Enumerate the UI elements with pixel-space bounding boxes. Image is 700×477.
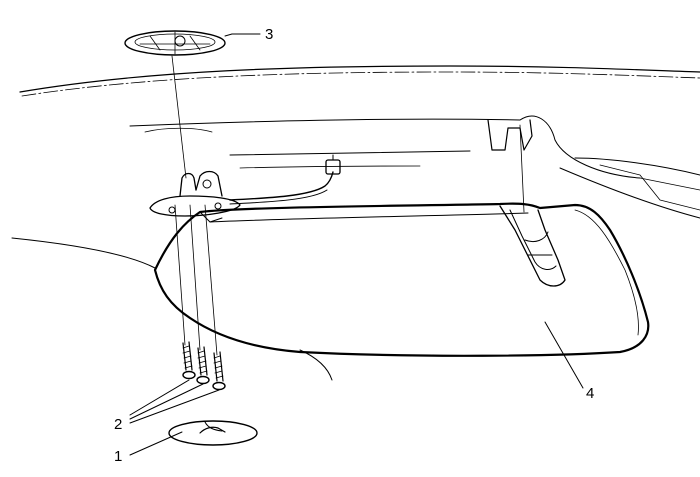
callout-4: 4 [586, 385, 594, 402]
screws-part-2 [182, 341, 226, 391]
alignment-lines [171, 55, 525, 356]
windshield-edge [11, 237, 333, 381]
callout-3: 3 [265, 26, 273, 43]
sun-visor-part-4 [153, 202, 650, 357]
visor-mount-bracket [149, 170, 241, 223]
screw-1 [182, 341, 196, 380]
retainer-cover-part-3 [124, 30, 233, 56]
roof-panel [129, 115, 700, 219]
upper-clip [487, 119, 533, 151]
callout-2: 2 [114, 416, 122, 433]
wire-harness [229, 154, 341, 205]
callout-labels: 3 2 1 4 [114, 26, 594, 465]
screw-3 [212, 351, 226, 391]
headliner [19, 65, 700, 97]
lower-cover-part-1 [168, 420, 258, 446]
callout-1: 1 [114, 448, 122, 465]
screw-2 [196, 346, 210, 385]
callout-leaders [129, 33, 584, 456]
